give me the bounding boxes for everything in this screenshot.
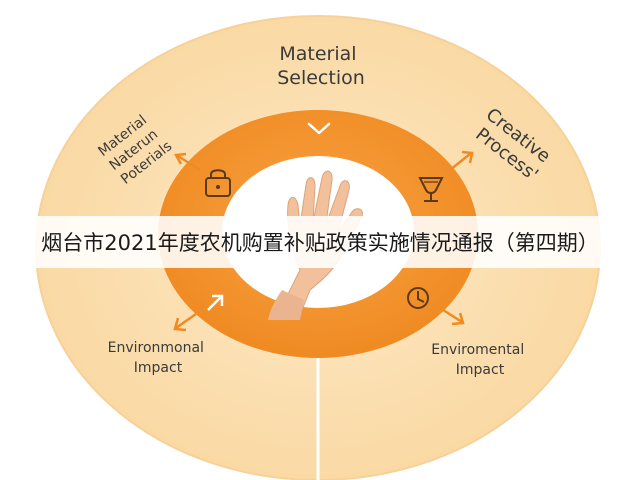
bottom-right-label-line-1: Enviromental <box>431 342 524 358</box>
bottom-left-label-line-2: Impact <box>134 360 183 376</box>
arrow-down-left-icon <box>173 312 197 332</box>
label-material-poterials: Material Naterun Poterials <box>95 109 175 188</box>
arrow-up-right-icon <box>449 150 474 171</box>
label-environmonal-impact: Environmonal Impact <box>108 340 209 376</box>
bottom-right-label-line-2: Impact <box>456 362 505 378</box>
top-label-line-2: Selection <box>277 67 365 89</box>
arrow-down-icon <box>307 122 331 135</box>
bottom-left-label-line-1: Environmonal <box>108 340 204 356</box>
goblet-icon <box>418 177 444 202</box>
arrow-corner-icon <box>207 294 224 311</box>
banner-title: 烟台市2021年度农机购置补贴政策实施情况通报（第四期） <box>41 231 599 255</box>
arrow-up-left-icon <box>173 152 201 172</box>
arrow-down-right-icon <box>439 306 465 326</box>
lock-icon <box>205 169 231 197</box>
label-enviromental-impact: Enviromental Impact <box>431 342 528 378</box>
top-label-line-1: Material <box>279 43 356 65</box>
label-material-selection: Material Selection <box>277 43 365 89</box>
clock-icon <box>407 287 429 309</box>
title-banner: 烟台市2021年度农机购置补贴政策实施情况通报（第四期） <box>0 216 640 268</box>
